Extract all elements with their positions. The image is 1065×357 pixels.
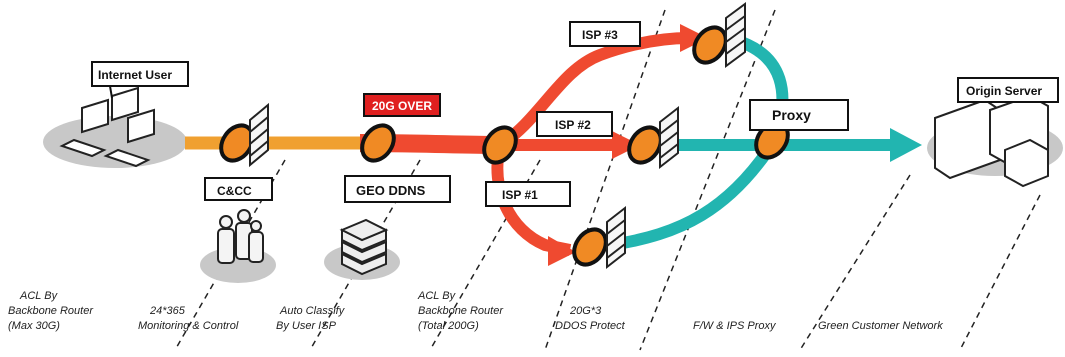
router-discs <box>219 25 790 267</box>
internet-user-text: Internet User <box>98 68 172 82</box>
router-disc-icon <box>572 227 608 267</box>
svg-text:20G*3: 20G*3 <box>569 305 602 317</box>
svg-text:ACL By: ACL By <box>19 290 59 302</box>
svg-text:DDOS Protect: DDOS Protect <box>555 320 626 332</box>
firewall-icon <box>725 2 746 68</box>
router-disc-icon <box>482 125 518 165</box>
svg-text:Backbone Router: Backbone Router <box>8 305 94 317</box>
firewall-icon <box>249 102 269 168</box>
caption-fw-ips: F/W & IPS Proxy <box>693 320 777 332</box>
over-badge-text: 20G OVER <box>372 99 432 113</box>
svg-text:Backbone Router: Backbone Router <box>418 305 504 317</box>
router-disc-icon <box>360 123 396 163</box>
captions: ACL By Backbone Router (Max 30G) 24*365 … <box>8 290 943 332</box>
internet-user-label: Internet User <box>91 61 189 99</box>
database-stack-icon <box>339 218 389 276</box>
label-boxes: Internet User C&CC 20G OVER GEO DDNS ISP… <box>91 21 1059 207</box>
over-badge: 20G OVER <box>363 93 441 117</box>
origin-server-label: Origin Server <box>957 77 1059 103</box>
firewall-icon <box>659 105 679 170</box>
svg-text:F/W & IPS Proxy: F/W & IPS Proxy <box>693 320 777 332</box>
proxy-label: Proxy <box>749 99 849 131</box>
geo-ddns-text: GEO DDNS <box>356 183 426 198</box>
isp1-label: ISP #1 <box>485 181 571 207</box>
dashed-dividers <box>174 9 1041 351</box>
svg-text:Green Customer Network: Green Customer Network <box>818 320 943 332</box>
router-disc-icon <box>219 123 255 163</box>
svg-text:24*365: 24*365 <box>149 305 186 317</box>
caption-auto-classify: Auto Classify By User ISP <box>276 305 346 332</box>
svg-text:Monitoring & Control: Monitoring & Control <box>138 320 239 332</box>
caption-green-network: Green Customer Network <box>818 320 943 332</box>
svg-text:(Total 200G): (Total 200G) <box>418 320 479 332</box>
geo-ddns-label: GEO DDNS <box>344 175 451 203</box>
svg-text:Auto Classify: Auto Classify <box>279 305 346 317</box>
proxy-text: Proxy <box>772 107 811 123</box>
red-branch-isp3 <box>496 32 691 151</box>
office-building-icon <box>934 94 1049 188</box>
origin-server-text: Origin Server <box>966 84 1042 98</box>
svg-text:By User ISP: By User ISP <box>276 320 337 332</box>
router-disc-icon <box>692 25 728 65</box>
firewall-icon <box>606 205 626 270</box>
caption-ddos: 20G*3 DDOS Protect <box>555 305 626 332</box>
caption-acl-max: ACL By Backbone Router (Max 30G) <box>8 290 94 332</box>
red-arrowheads <box>548 24 708 266</box>
caption-monitoring: 24*365 Monitoring & Control <box>138 305 239 332</box>
isp2-text: ISP #2 <box>555 118 591 132</box>
firewalls <box>249 2 746 270</box>
isp2-label: ISP #2 <box>536 111 613 137</box>
cacc-label: C&CC <box>204 177 273 201</box>
people-icon <box>217 209 264 264</box>
isp3-text: ISP #3 <box>582 28 618 42</box>
isp3-label: ISP #3 <box>569 21 641 47</box>
svg-text:ACL By: ACL By <box>417 290 457 302</box>
isp1-text: ISP #1 <box>502 188 538 202</box>
computer-users-icon <box>59 86 155 168</box>
cacc-text: C&CC <box>217 184 252 198</box>
router-disc-icon <box>627 125 663 165</box>
teal-arrowhead <box>890 128 922 162</box>
caption-acl-total: ACL By Backbone Router (Total 200G) <box>417 290 504 332</box>
svg-text:(Max 30G): (Max 30G) <box>8 320 60 332</box>
